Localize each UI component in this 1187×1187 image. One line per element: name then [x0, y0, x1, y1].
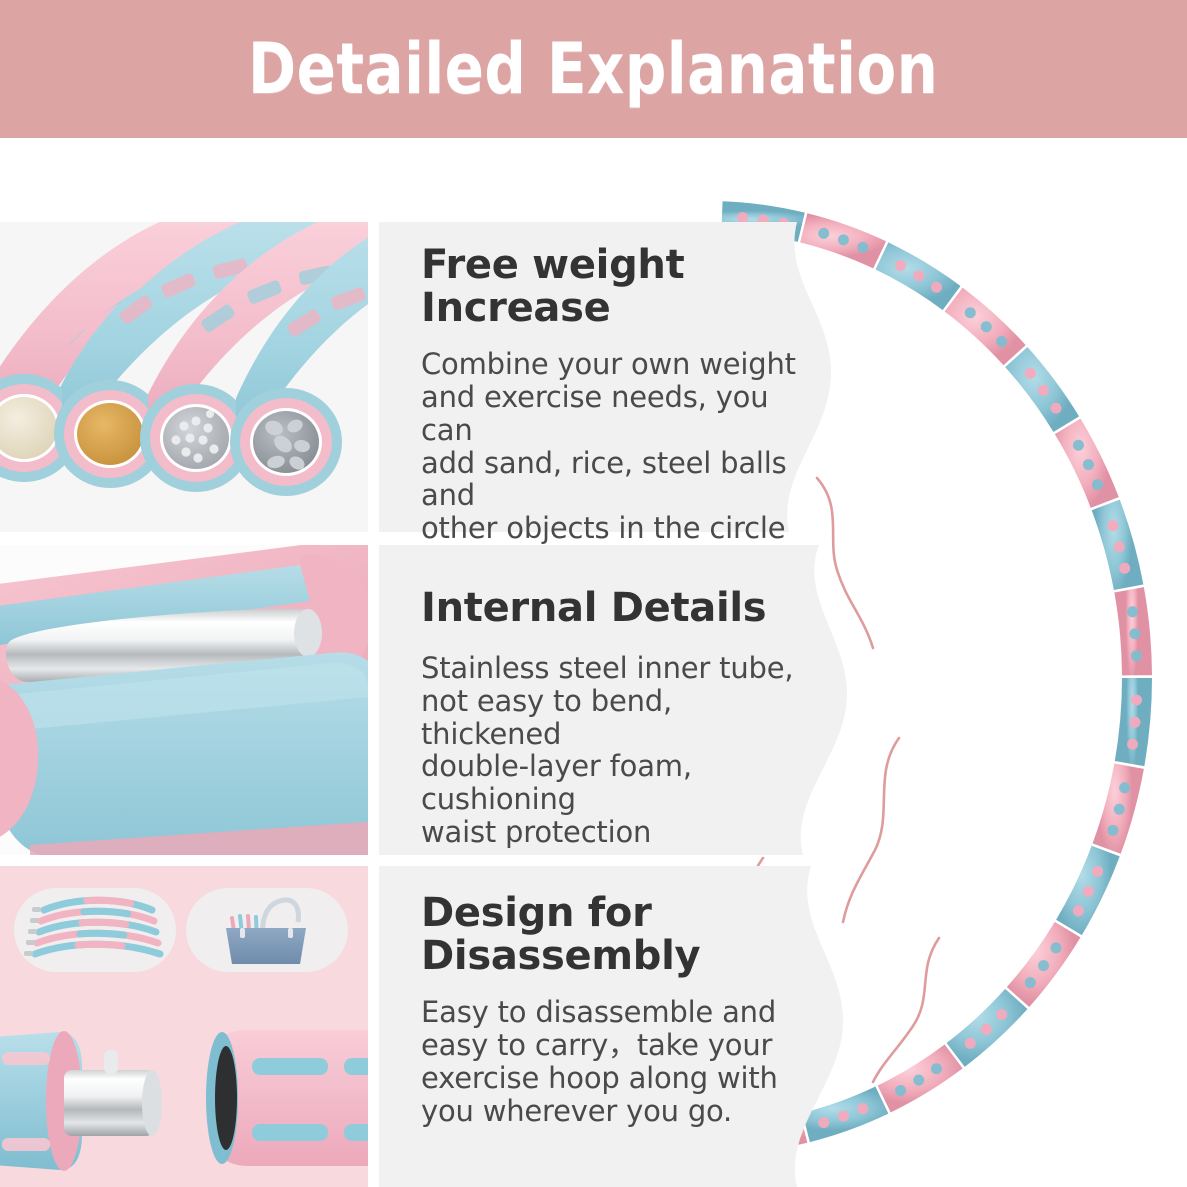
feature-card-internal-details: Internal Details Stainless steel inner t… — [379, 545, 859, 855]
card-title: Design for Disassembly — [421, 890, 701, 980]
hoop-dot — [1082, 459, 1094, 471]
card-body: Combine your own weight and exercise nee… — [421, 347, 796, 546]
hoop-dot — [837, 234, 849, 246]
feature-block-disassembly: Design for Disassembly Easy to disassemb… — [0, 866, 1187, 1187]
hoop-dot — [737, 212, 749, 224]
hula-hoop-illustration — [701, 201, 1152, 1155]
card-background — [379, 866, 844, 1187]
hoop-dot — [913, 270, 925, 282]
hoop-tube — [230, 230, 379, 496]
hoop-dot — [1082, 885, 1094, 897]
feature-block-internal-details: Internal Details Stainless steel inner t… — [0, 545, 1187, 855]
hoop-dot — [1024, 367, 1036, 379]
hoop-segment-pink — [206, 1030, 379, 1166]
fill-sand — [77, 403, 143, 465]
hoop-dot — [1024, 977, 1036, 989]
hoop-dot — [1038, 384, 1050, 396]
hoop-dot — [818, 227, 830, 239]
hoop-dot — [1092, 479, 1104, 491]
hoop-dot — [964, 1037, 976, 1049]
hoop-dot — [1131, 650, 1143, 662]
hoop-dot — [1129, 716, 1141, 728]
fill-steel-balls — [163, 407, 229, 469]
feature-block-free-weight: Free weight Increase Combine your own we… — [0, 222, 1187, 545]
hoop-dot — [1050, 942, 1062, 954]
chrome-connector — [64, 1070, 154, 1136]
hoop-dot — [818, 1117, 830, 1129]
disassembly-photo — [0, 866, 379, 1187]
hoop-dot — [930, 281, 942, 293]
feature-card-free-weight: Free weight Increase Combine your own we… — [379, 222, 859, 545]
hoop-ring — [721, 201, 1152, 1155]
hoop-dot — [895, 1085, 907, 1097]
card-title: Internal Details — [421, 585, 767, 631]
card-body: Stainless steel inner tube, not easy to … — [421, 651, 794, 850]
hoop-dot — [857, 1103, 869, 1115]
hoop-dot — [857, 241, 869, 253]
hoop-segment-with-connector — [0, 1031, 162, 1171]
card-background — [379, 222, 831, 532]
hoop-dot — [996, 335, 1008, 347]
page-title: Detailed Explanation — [248, 28, 939, 110]
hoop-dot — [913, 1074, 925, 1086]
hoop-tube — [54, 222, 340, 488]
hoop-cross-sections-photo — [0, 222, 379, 532]
hoop-dot — [1119, 782, 1131, 794]
card-background — [379, 545, 848, 855]
hoop-dot — [1127, 738, 1139, 750]
hoop-dot — [1127, 606, 1139, 618]
page-header-band: Detailed Explanation — [0, 0, 1187, 138]
hoop-dot — [1129, 628, 1141, 640]
hoop-dot — [1107, 824, 1119, 836]
feature-card-disassembly: Design for Disassembly Easy to disassemb… — [379, 866, 859, 1187]
hoop-dot — [964, 307, 976, 319]
card-body: Easy to disassemble and easy to carry，ta… — [421, 995, 778, 1128]
tote-bag-body — [226, 928, 306, 964]
hoop-dot — [837, 1110, 849, 1122]
hoop-dot — [980, 1023, 992, 1035]
hoop-dot — [1119, 562, 1131, 574]
hoop-dot — [1113, 541, 1125, 553]
hoop-dot — [930, 1063, 942, 1075]
hoop-dot — [1131, 694, 1143, 706]
inner-tube-cutaway-photo — [0, 545, 379, 855]
hoop-dot — [1072, 439, 1084, 451]
hoop-illustration-layer — [0, 138, 1187, 1187]
fill-rice — [0, 397, 57, 459]
locking-pin — [104, 1050, 118, 1074]
card-title: Free weight Increase — [421, 242, 685, 332]
hoop-dot — [1107, 520, 1119, 532]
hoop-dot — [895, 259, 907, 271]
hoop-dot — [980, 321, 992, 333]
hoop-dot — [1092, 865, 1104, 877]
hoop-dot — [1072, 905, 1084, 917]
stacked-segments-thumbnail — [14, 888, 176, 972]
tote-bag-thumbnail — [186, 888, 348, 972]
hoop-dot — [1050, 402, 1062, 414]
hoop-dot — [1038, 960, 1050, 972]
hoop-dot — [996, 1009, 1008, 1021]
hoop-dot — [1113, 803, 1125, 815]
